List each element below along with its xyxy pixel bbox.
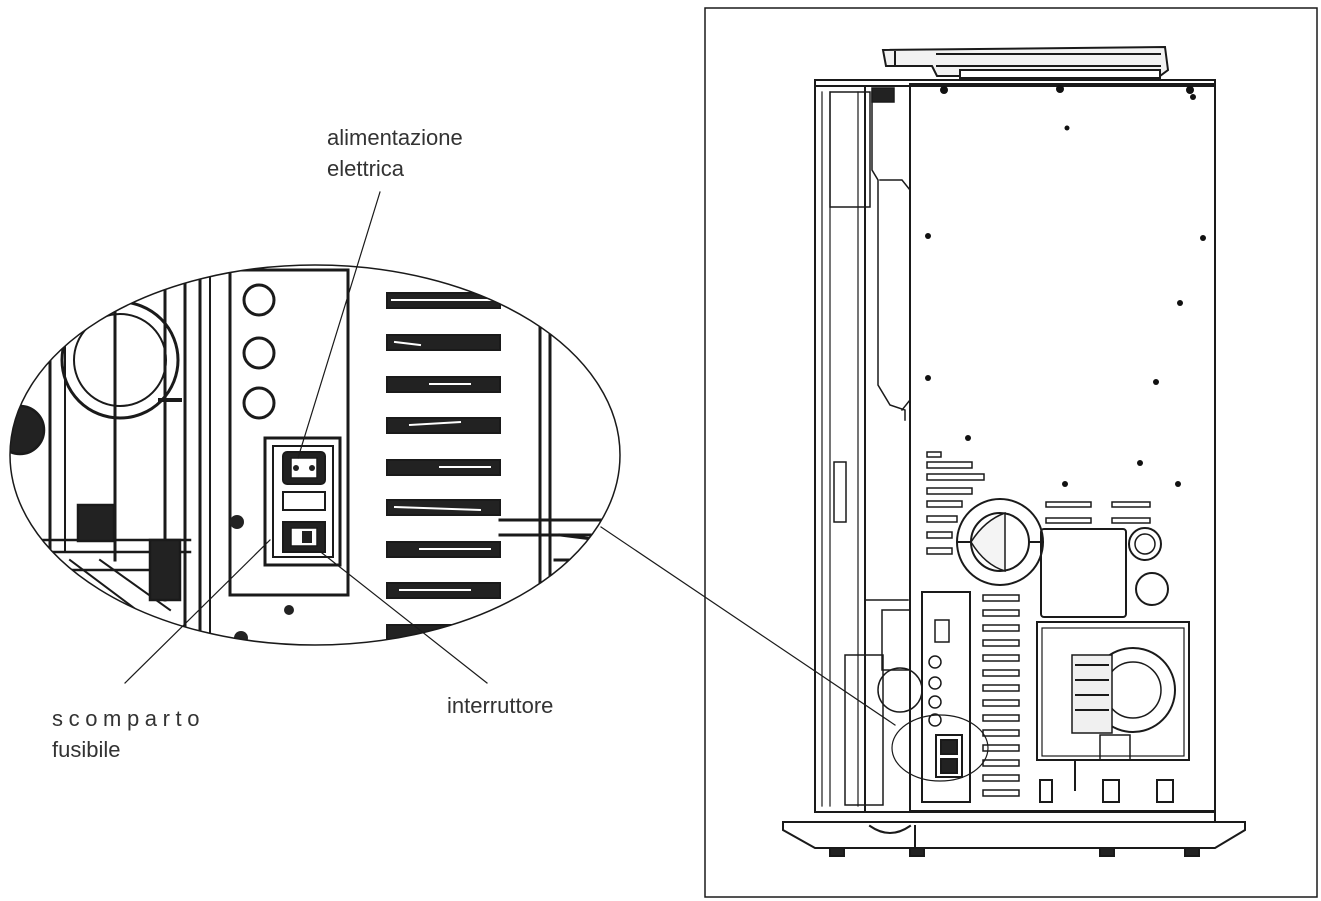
label-power-line2: elettrica	[327, 156, 405, 181]
air-fittings	[1128, 527, 1169, 606]
zoom-connector-line	[600, 526, 896, 726]
stove-rear-view	[782, 45, 1246, 857]
main-panel	[909, 83, 1216, 812]
label-power-line1: alimentazione	[327, 125, 463, 150]
stove-base	[782, 811, 1246, 857]
label-fuse-compartment: scomparto fusibile	[52, 703, 205, 765]
water-pipes	[1039, 761, 1174, 803]
label-fuse-line2: fusibile	[52, 737, 121, 762]
inner-duct	[864, 87, 911, 601]
cover-plate	[1040, 528, 1127, 618]
leader-fuse	[124, 539, 271, 684]
label-power-supply: alimentazione elettrica	[327, 122, 463, 184]
lower-left-fan	[844, 609, 923, 806]
top-handle	[881, 45, 1170, 79]
leader-power	[297, 191, 381, 459]
zoom-source-ring	[891, 714, 989, 782]
zoom-detail	[10, 268, 620, 645]
zoom-ellipse	[9, 264, 621, 646]
label-fuse-line1: scomparto	[52, 706, 206, 731]
power-module	[263, 436, 342, 567]
pump-assembly	[1036, 621, 1190, 761]
stove-frame	[704, 7, 1318, 898]
leader-switch	[321, 552, 488, 684]
connector-plate	[921, 591, 971, 803]
left-column	[814, 85, 871, 813]
flue-outlet	[956, 498, 1044, 586]
label-switch: interruttore	[447, 690, 553, 721]
label-switch-text: interruttore	[447, 693, 554, 718]
